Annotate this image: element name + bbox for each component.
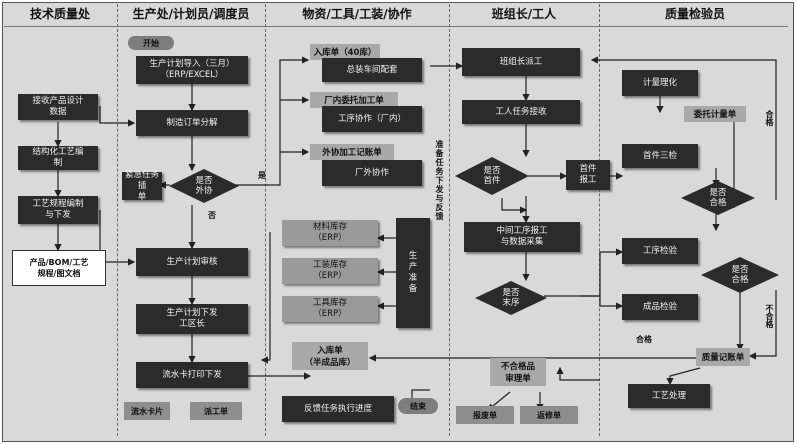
- flow-card-button[interactable]: 流水卡片: [124, 402, 170, 420]
- lane-title-plan: 生产处/计划员/调度员: [132, 7, 250, 21]
- ng-review-label: 不合格品 审理单: [490, 358, 546, 386]
- outside-coop[interactable]: 厂外协作: [322, 160, 422, 186]
- prep-task-note: 准备任务下发与反馈: [435, 140, 444, 221]
- outsource-decision-label: 是否 外协: [195, 176, 213, 196]
- plan-review[interactable]: 生产计划审核: [136, 248, 248, 276]
- pass-decision-2[interactable]: 是否 合格: [700, 256, 780, 294]
- mid-process-report[interactable]: 中间工序报工 与数据采集: [464, 222, 580, 252]
- repair-button[interactable]: 返修单: [520, 406, 578, 424]
- lane-divider: [449, 4, 450, 436]
- worker-receive[interactable]: 工人任务接收: [462, 100, 580, 124]
- material-stock[interactable]: 材料库存 （ERP）: [282, 220, 378, 246]
- flow-card-print[interactable]: 流水卡打印下发: [136, 362, 248, 388]
- team-lead-dispatch[interactable]: 班组长派工: [462, 48, 580, 76]
- start-node: 开始: [128, 36, 174, 50]
- production-prep[interactable]: 生 产 准 备: [396, 218, 430, 328]
- pass-decision-1[interactable]: 是否 合格: [680, 180, 756, 216]
- last-process-decision[interactable]: 是否 末序: [474, 280, 548, 316]
- first-piece-decision[interactable]: 是否 首件: [454, 156, 530, 196]
- lane-divider: [265, 4, 266, 436]
- product-bom-docs[interactable]: 产品/BOM/工艺 规程/图文档: [12, 250, 106, 286]
- scrap-button[interactable]: 报废单: [456, 406, 514, 424]
- first-piece-decision-label: 是否 首件: [483, 166, 501, 186]
- end-node: 结束: [398, 398, 438, 414]
- pass-label-2: 合格: [636, 335, 652, 344]
- metering-test[interactable]: 计量理化: [622, 70, 698, 96]
- feedback-progress[interactable]: 反馈任务执行进度: [282, 396, 394, 422]
- lane-title-tech: 技术质量处: [29, 7, 90, 21]
- inbound-semi-label: 入库单 （半成品库）: [292, 342, 368, 370]
- pass-decision-2-label: 是否 合格: [731, 265, 749, 285]
- first-piece-check[interactable]: 首件三检: [622, 144, 698, 168]
- quality-record-label: 质量记账单: [696, 348, 750, 366]
- order-split[interactable]: 制造订单分解: [136, 110, 248, 136]
- pass-decision-1-label: 是否 合格: [709, 188, 727, 208]
- lane-title-material: 物资/工具/工装/协作: [302, 7, 412, 21]
- lane-divider: [117, 4, 118, 436]
- lane-divider: [599, 4, 600, 436]
- no-label: 否: [208, 211, 216, 220]
- urgent-insert[interactable]: 紧急任务插 单: [122, 170, 162, 202]
- final-inspection[interactable]: 成品检验: [622, 294, 698, 320]
- entrust-metering-label: 委托计量单: [684, 106, 746, 122]
- process-handling[interactable]: 工艺处理: [628, 384, 710, 408]
- lane-title-quality: 质量检验员: [664, 7, 725, 21]
- yes-label: 是: [258, 171, 266, 180]
- fail-label: 不合格: [765, 304, 774, 328]
- process-coop-internal[interactable]: 工序协作（厂内）: [322, 106, 422, 132]
- inbound-40-label: 入库单（40库）: [310, 44, 380, 60]
- plan-dispatch[interactable]: 生产计划下发 工区长: [136, 304, 248, 334]
- last-process-decision-label: 是否 末序: [502, 288, 520, 308]
- process-inspection[interactable]: 工序检验: [622, 238, 698, 264]
- receive-design-data[interactable]: 接收产品设计 数据: [18, 94, 98, 120]
- structured-process-compile[interactable]: 结构化工艺编 制: [18, 146, 98, 170]
- fixture-stock[interactable]: 工装库存 （ERP）: [282, 258, 378, 284]
- pass-label-1: 合格: [765, 110, 774, 126]
- process-spec-compile[interactable]: 工艺规程编制 与下发: [18, 196, 98, 224]
- lane-title-worker: 班组长/工人: [491, 7, 557, 21]
- first-piece-report[interactable]: 首件 报工: [566, 160, 610, 190]
- work-order-button[interactable]: 派工单: [190, 402, 242, 420]
- factory-order-label: 厂内委托加工单: [310, 92, 398, 108]
- assembly-kitting[interactable]: 总装车间配套: [322, 58, 422, 82]
- tool-stock[interactable]: 工具库存 （ERP）: [282, 296, 378, 322]
- plan-import[interactable]: 生产计划导入（三月） （ERP/EXCEL）: [136, 56, 248, 84]
- header-divider: [4, 26, 788, 27]
- outsource-ticket-label: 外协加工记账单: [310, 144, 394, 160]
- outsource-decision[interactable]: 是否 外协: [168, 168, 240, 204]
